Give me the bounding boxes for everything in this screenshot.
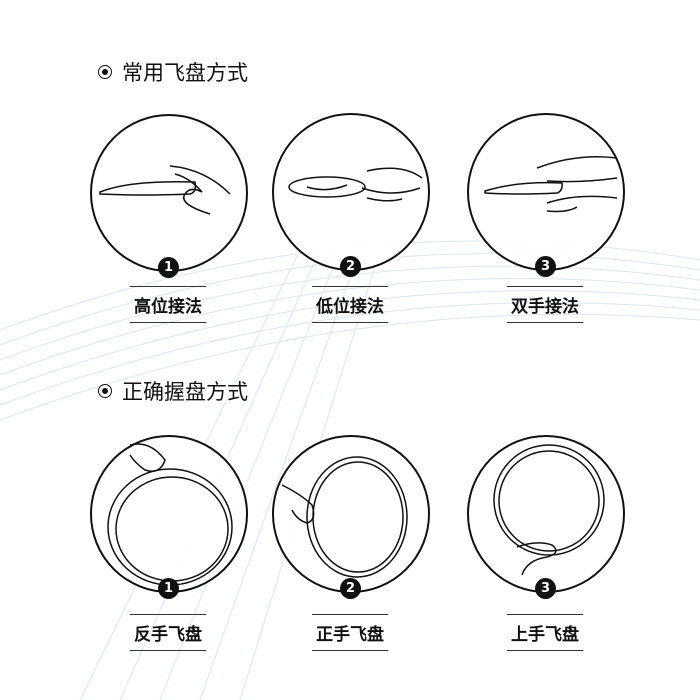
section-title-catching: 常用飞盘方式	[98, 57, 248, 87]
catch-card-low: 2	[272, 113, 432, 288]
bullet-icon	[98, 384, 112, 398]
step-badge: 1	[158, 257, 179, 278]
two-hand-catch-illustration	[484, 156, 618, 213]
overhand-grip-illustration	[493, 444, 605, 576]
step-badge: 2	[340, 256, 361, 277]
label: 反手飞盘	[88, 614, 248, 651]
grip-card-overhand: 3	[467, 435, 627, 610]
step-badge: 1	[158, 578, 179, 599]
label: 高位接法	[88, 286, 248, 323]
forehand-grip-illustration	[281, 456, 408, 578]
step-badge: 2	[340, 578, 361, 599]
catch-card-two-hands: 3	[467, 113, 627, 288]
step-badge: 3	[535, 256, 556, 277]
label: 低位接法	[270, 286, 430, 323]
label: 正手飞盘	[270, 614, 430, 651]
label: 双手接法	[465, 286, 625, 323]
bullet-icon	[98, 65, 112, 79]
low-catch-illustration	[288, 167, 423, 202]
catch-card-high: 1	[90, 114, 250, 289]
section-title-grip: 正确握盘方式	[98, 376, 248, 406]
grip-card-backhand: 1	[90, 435, 250, 610]
step-badge: 3	[535, 578, 556, 599]
high-catch-illustration	[99, 165, 231, 215]
label: 上手飞盘	[465, 614, 625, 651]
backhand-grip-illustration	[107, 443, 233, 586]
grip-card-forehand: 2	[272, 435, 432, 610]
